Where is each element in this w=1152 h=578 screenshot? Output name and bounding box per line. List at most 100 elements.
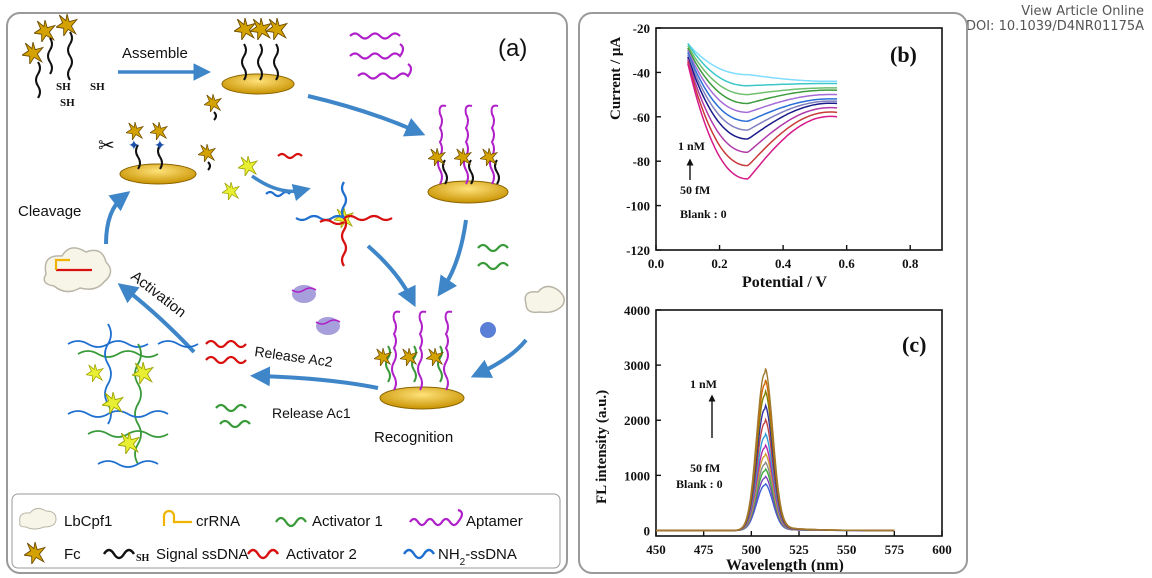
y-tick-label: 2000 [624,413,650,428]
chart-b-frame [655,27,943,251]
assemble-label: Assemble [122,45,188,62]
cloud-protein-icon [19,507,57,530]
legend-item-nh2-ssdna: NH2-ssDNA [402,546,517,568]
y-tick-label: -100 [626,199,650,214]
legend-item-fc: Fc [24,542,81,564]
panel-a: (a) SH SH SH Assemble [6,12,568,574]
y-tick-label: -60 [633,110,650,125]
target-molecules [291,285,496,338]
y-tick-label: -40 [633,65,650,80]
chart-b-ann-top: 1 nM [678,139,705,153]
svg-text:Activator 2: Activator 2 [286,546,357,563]
svg-text:Aptamer: Aptamer [466,513,523,530]
activator-complex [222,152,393,267]
x-tick-label: 0.8 [902,256,919,271]
electrode-hybridized [427,104,509,204]
flow-arrow [437,219,468,297]
crrna-hook-icon [162,509,192,526]
activator2-strands [205,339,247,365]
cleavage-label: Cleavage [18,203,81,220]
chart-b-xlabel: Potential / V [742,274,827,291]
lbcpf1-icon-right [524,285,565,314]
wave-sh-icon [102,548,136,560]
svg-text:LbCpf1: LbCpf1 [64,513,112,530]
chart-b-line [687,45,838,96]
chart-b-ann-bottom: 50 fM [680,183,710,197]
legend-item-aptamer: Aptamer [409,508,523,530]
chart-c-ann-bottom: 50 fM [690,461,720,475]
view-article-online-link[interactable]: View Article Online [1021,4,1144,19]
chart-b-line [687,49,838,114]
cut-mark: ✦ [154,137,166,153]
y-tick-label: 1000 [624,468,650,483]
release-ac2-label: Release Ac2 [254,343,334,370]
y-tick-label: -120 [626,243,650,258]
x-tick-label: 450 [646,542,666,557]
y-tick-label: -80 [633,154,650,169]
x-tick-label: 525 [789,542,809,557]
flow-arrow [470,338,528,378]
chart-b-line [687,52,838,122]
chart-c-ann-blank: Blank : 0 [676,477,723,491]
flow-arrow [366,244,416,308]
activator1-strands [477,243,509,271]
cut-mark: ✦ [128,137,140,153]
svg-text:Fc: Fc [64,546,81,563]
doi-link[interactable]: DOI: 10.1039/D4NR01175A [965,19,1144,34]
thiol-label: SH [90,81,105,93]
activator1-strands [215,403,251,429]
chart-b-line [687,43,838,87]
free-signal-strands: SH SH SH [22,14,105,109]
chart-c-line [656,368,895,532]
scissors-icon: ✂ [98,135,115,157]
chart-c-series [656,368,895,532]
x-tick-label: 0.0 [648,256,664,271]
wave-icon [246,548,280,560]
chart-b-line [687,58,838,154]
chart-b-line [687,43,838,83]
legend-item-signal-ssdna: SH Signal ssDNA [102,546,249,564]
svg-text:NH2-ssDNA: NH2-ssDNA [438,546,517,568]
activation-arrow [117,283,196,354]
release-ac1-label: Release Ac1 [272,405,351,421]
svg-text:SH: SH [136,553,150,564]
x-tick-label: 0.6 [839,256,856,271]
svg-text:Signal ssDNA: Signal ssDNA [156,546,249,563]
panel-b-label: (b) [890,42,917,67]
legend-item-crrna: crRNA [162,509,240,530]
activation-label: Activation [128,268,190,321]
electrode-cleaved: ✦ ✦ ✂ [98,122,197,185]
panel-c-label: (c) [902,332,926,357]
recognition-label: Recognition [374,429,453,446]
article-header: View Article Online DOI: 10.1039/D4NR011… [966,4,1144,34]
x-tick-label: 600 [932,542,952,557]
released-fc-fragments [198,94,222,171]
flow-arrow [307,94,426,137]
x-tick-label: 500 [742,542,762,557]
chart-b-line [687,54,838,131]
x-tick-label: 0.4 [775,256,792,271]
thiol-label: SH [60,97,75,109]
legend-item-activator1: Activator 1 [275,513,383,530]
y-tick-label: 3000 [624,358,650,373]
y-tick-label: -20 [633,21,650,36]
thiol-label: SH [56,81,71,93]
x-tick-label: 550 [837,542,857,557]
chart-c-frame [655,309,943,537]
cleavage-arrow [104,191,131,245]
x-tick-label: 475 [694,542,714,557]
chart-b-line [687,47,838,105]
chart-b-line [687,61,838,167]
release-arrow [250,366,379,390]
lbcpf1-complex [43,247,112,293]
wave-icon [402,548,436,560]
panel-a-label: (a) [498,35,527,62]
wave-icon [275,516,307,528]
chart-b-series [687,43,838,180]
